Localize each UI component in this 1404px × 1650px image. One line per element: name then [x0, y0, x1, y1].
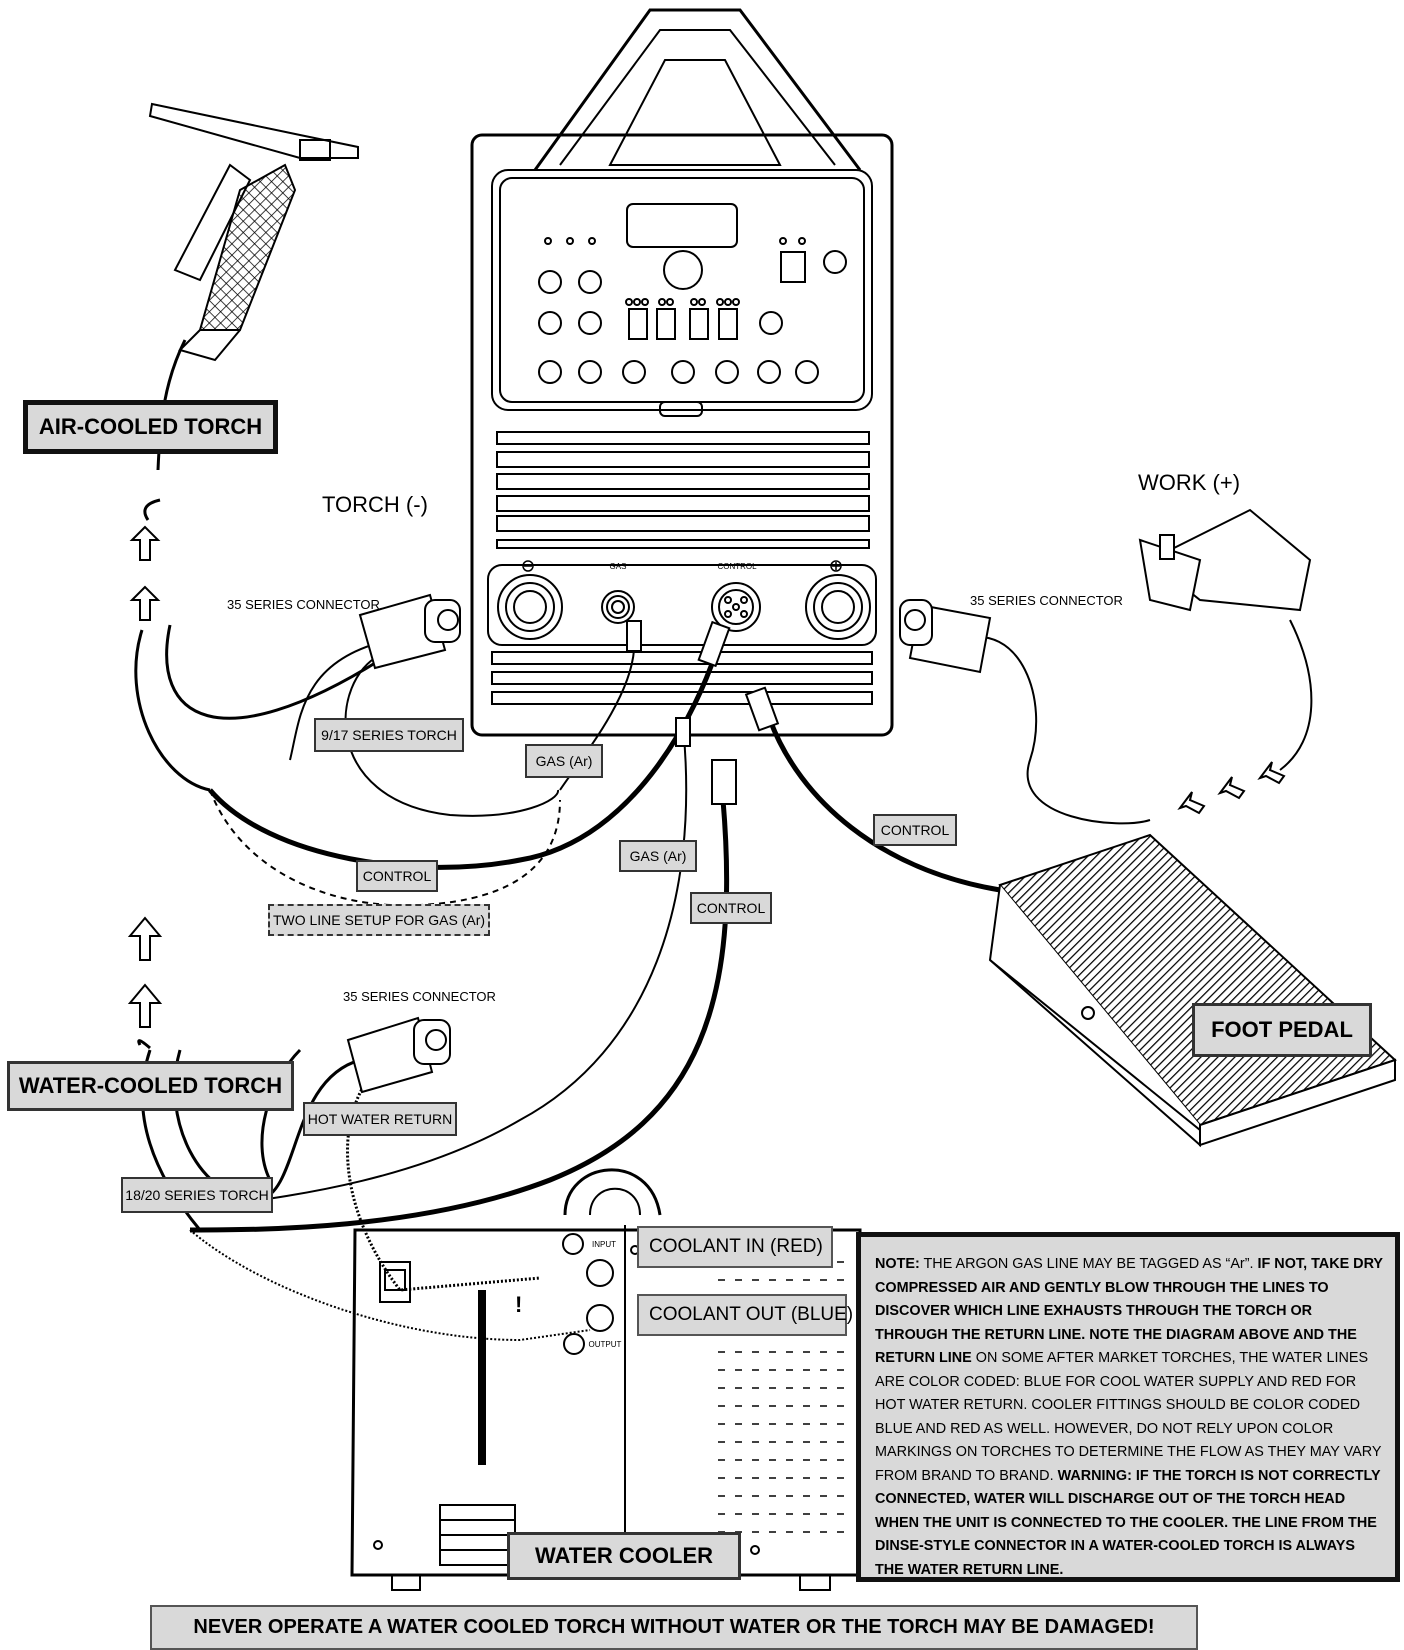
note-box: NOTE: THE ARGON GAS LINE MAY BE TAGGED A…	[856, 1232, 1400, 1582]
water-cooler-label: WATER COOLER	[507, 1532, 741, 1580]
note-text-2: IF NOT, TAKE DRY COMPRESSED AIR AND GENT…	[875, 1256, 1383, 1366]
two-line-setup-tag: TWO LINE SETUP FOR GAS (Ar)	[268, 904, 490, 936]
note-warning: WARNING: IF THE TORCH IS NOT CORRECTLY C…	[875, 1467, 1381, 1578]
connector-35-water-label: 35 SERIES CONNECTOR	[343, 988, 496, 1004]
connectors	[346, 593, 992, 1094]
torch-9-17-tag: 9/17 SERIES TORCH	[314, 718, 464, 752]
foot-pedal-label: FOOT PEDAL	[1192, 1003, 1372, 1057]
coolant-out-label: COOLANT OUT (BLUE)	[637, 1294, 853, 1336]
control-tag-1: CONTROL	[356, 860, 438, 892]
cooler-input-label: INPUT	[592, 1239, 616, 1249]
air-cooled-torch-label: AIR-COOLED TORCH	[23, 400, 278, 454]
torch-negative-label: TORCH (-)	[322, 492, 428, 517]
work-positive-label: WORK (+)	[1138, 470, 1241, 495]
control-tag-2: CONTROL	[690, 892, 772, 924]
panel-control-label: CONTROL	[717, 561, 757, 571]
gas-ar-tag-2: GAS (Ar)	[619, 840, 697, 872]
coolant-in-label: COOLANT IN (RED)	[637, 1226, 833, 1268]
torch-18-20-tag: 18/20 SERIES TORCH	[121, 1177, 273, 1213]
hot-water-return-tag: HOT WATER RETURN	[303, 1102, 457, 1136]
note-label: NOTE:	[875, 1256, 920, 1272]
caution-mark: !	[515, 1292, 522, 1317]
gas-ar-tag-1: GAS (Ar)	[525, 744, 603, 778]
foot-pedal-drawing	[988, 833, 1397, 1148]
work-clamp	[1138, 508, 1312, 612]
cooler-output-label: OUTPUT	[588, 1339, 622, 1349]
connector-35-work-label: 35 SERIES CONNECTOR	[970, 592, 1123, 608]
panel-gas-label: GAS	[609, 561, 627, 571]
air-cooled-torch-drawing	[148, 102, 359, 362]
water-cooled-torch-label: WATER-COOLED TORCH	[7, 1061, 294, 1111]
flow-arrows	[127, 525, 1286, 1028]
panel-polarity-symbols	[522, 560, 842, 572]
welder-unit	[470, 8, 894, 737]
connector-35-air-label: 35 SERIES CONNECTOR	[227, 596, 380, 612]
note-text-1: THE ARGON GAS LINE MAY BE TAGGED AS “Ar”…	[919, 1256, 1258, 1272]
warning-bar: NEVER OPERATE A WATER COOLED TORCH WITHO…	[150, 1605, 1198, 1650]
note-text-3: ON SOME AFTER MARKET TORCHES, THE WATER …	[875, 1350, 1382, 1484]
control-tag-3: CONTROL	[873, 814, 957, 846]
